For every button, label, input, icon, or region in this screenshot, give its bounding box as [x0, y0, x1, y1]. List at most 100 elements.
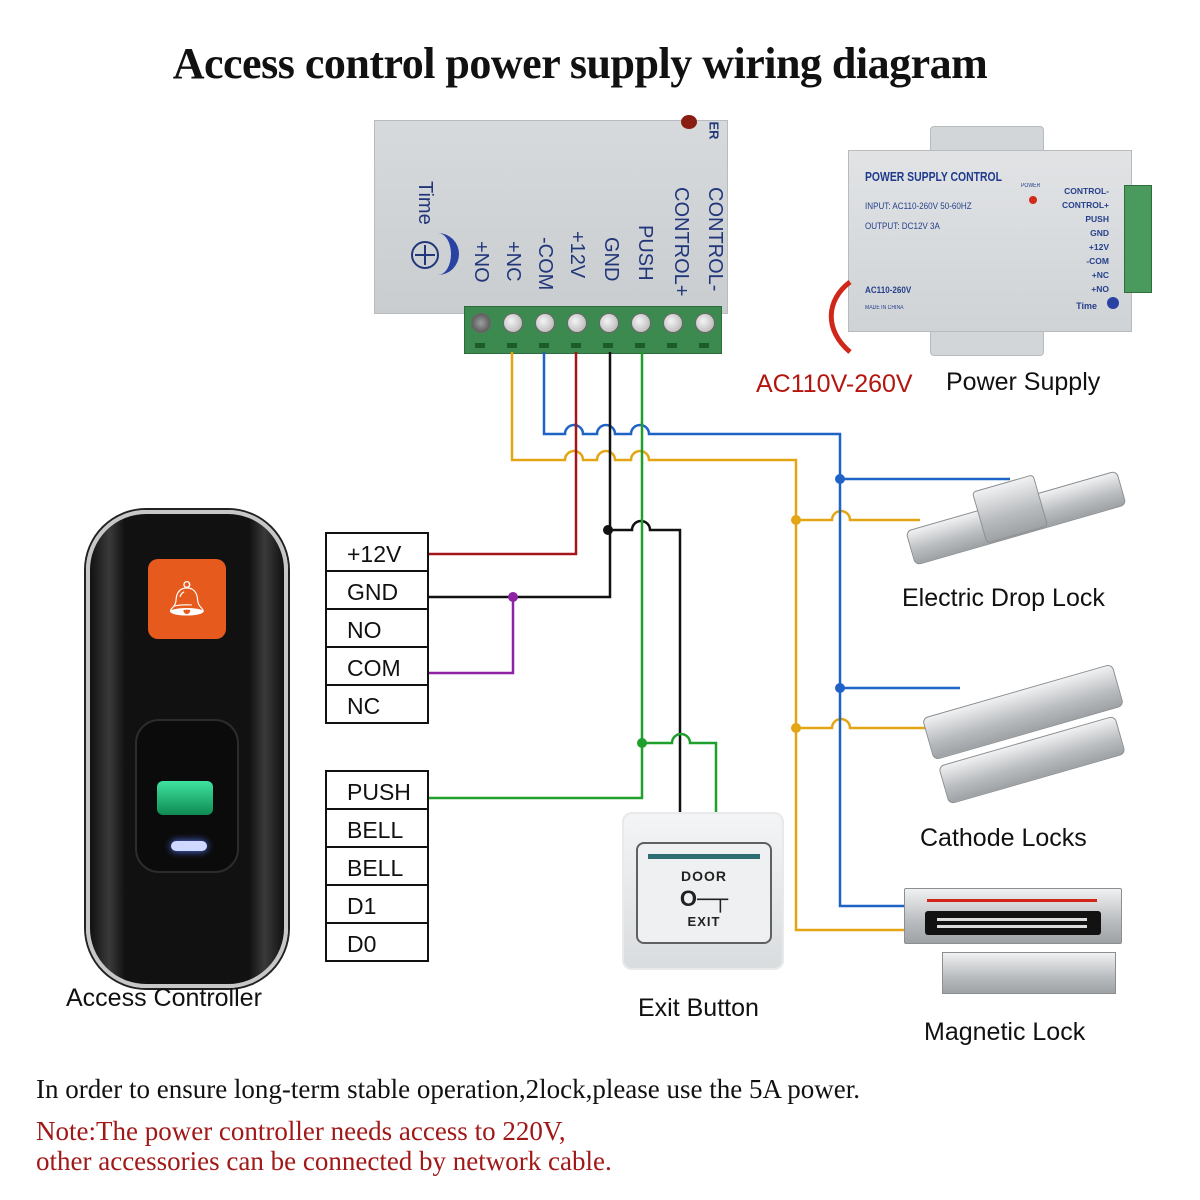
- psu-time-label: Time: [1076, 301, 1097, 311]
- psu-pin: CONTROL-: [1064, 186, 1109, 196]
- note-voltage-warning: Note:The power controller needs access t…: [36, 1116, 612, 1176]
- junction-dot: [508, 592, 518, 602]
- wire-green-exit-button: [642, 732, 718, 812]
- core-stripe: [937, 925, 1087, 928]
- terminal-label-12v: +12V: [566, 231, 588, 279]
- wire-black-gnd: [428, 352, 612, 599]
- psu-terminal-block: [1124, 185, 1152, 293]
- wire-yellow-drop-lock: [796, 509, 920, 522]
- diagram-title: Access control power supply wiring diagr…: [172, 39, 988, 88]
- exit-button-face: DOOR O─┬ EXIT: [636, 842, 772, 944]
- psu-time-knob-icon: [1107, 297, 1119, 309]
- terminal-label-no: +NO: [470, 241, 492, 283]
- magnetic-lock-armature: [942, 952, 1116, 994]
- slot: [539, 343, 549, 348]
- wire-black-exit-button: [608, 519, 682, 812]
- psu-power-led-icon: [1029, 196, 1037, 204]
- screw-icon: [567, 313, 587, 333]
- terminal-d0: D0: [327, 924, 427, 962]
- slot: [603, 343, 613, 348]
- note-power-recommendation: In order to ensure long-term stable oper…: [36, 1074, 861, 1104]
- door-text: DOOR: [681, 868, 727, 884]
- screw-icon: [631, 313, 651, 333]
- terminal-com: COM: [327, 648, 427, 686]
- wire-blue-com: [542, 352, 905, 908]
- terminal-d1: D1: [327, 886, 427, 924]
- exit-button-label: Exit Button: [638, 994, 759, 1022]
- magnetic-lock-body: [904, 888, 1122, 944]
- slot: [475, 343, 485, 348]
- terminal-label-com: -COM: [534, 237, 556, 291]
- slot: [667, 343, 677, 348]
- psu-pin: +NO: [1091, 284, 1109, 294]
- ac-input-label: AC110V-260V: [756, 370, 913, 398]
- terminal-label-gnd: GND: [600, 237, 622, 282]
- key-icon: O─┬: [679, 886, 729, 911]
- indicator-bar: [648, 854, 760, 859]
- terminal-label-control-minus: CONTROL-: [704, 187, 726, 292]
- terminal-no: NO: [327, 610, 427, 648]
- screw-icon: [599, 313, 619, 333]
- status-led-icon: [171, 841, 207, 851]
- terminal-bell: BELL: [327, 848, 427, 886]
- fingerprint-reader: [135, 719, 239, 873]
- screw-icon: [503, 313, 523, 333]
- slot: [571, 343, 581, 348]
- controller-terminals-signal: PUSH BELL BELL D1 D0: [325, 770, 429, 962]
- junction-dot: [791, 723, 801, 733]
- fingerprint-sensor-icon: [157, 781, 213, 815]
- slot: [507, 343, 517, 348]
- power-supply-photo: POWER SUPPLY CONTROL INPUT: AC110-260V 5…: [848, 150, 1132, 332]
- cathode-locks-label: Cathode Locks: [920, 824, 1087, 852]
- controller-terminals-power: +12V GND NO COM NC: [325, 532, 429, 724]
- access-controller-label: Access Controller: [66, 984, 262, 1012]
- psu-input: INPUT: AC110-260V 50-60HZ: [865, 201, 972, 212]
- psu-pin: +12V: [1088, 242, 1109, 252]
- terminal-nc: NC: [327, 686, 427, 724]
- bell-icon: 🔔︎: [148, 559, 226, 639]
- time-label: Time: [414, 181, 436, 225]
- psu-pin: -COM: [1086, 256, 1109, 266]
- magnetic-lock-wire: [927, 899, 1097, 902]
- psu-pin: PUSH: [1085, 214, 1109, 224]
- psu-output: OUTPUT: DC12V 3A: [865, 221, 940, 232]
- junction-dot: [835, 683, 845, 693]
- note-line-1: Note:The power controller needs access t…: [36, 1116, 566, 1146]
- wire-purple-com: [428, 597, 515, 675]
- exit-text: EXIT: [687, 914, 721, 929]
- psu-made-in: MADE IN CHINA: [865, 305, 904, 311]
- junction-dot: [603, 525, 613, 535]
- psu-power-led-label: POWER: [1021, 183, 1041, 189]
- wire-green-push: [428, 352, 644, 800]
- screw-icon: [695, 313, 715, 333]
- junction-dot: [637, 738, 647, 748]
- slot: [699, 343, 709, 348]
- psu-pin: GND: [1090, 228, 1109, 238]
- power-supply-label: Power Supply: [946, 368, 1101, 396]
- wire-yellow-cathode-lock: [796, 717, 930, 730]
- note-line-2: other accessories can be connected by ne…: [36, 1146, 612, 1176]
- ac-cable: [828, 280, 852, 354]
- screw-icon: [535, 313, 555, 333]
- terminal-block: [464, 306, 722, 354]
- time-arc-icon: [425, 233, 459, 275]
- psu-ac-label: AC110-260V: [865, 285, 912, 296]
- wire-red-12v: [428, 352, 578, 556]
- terminal-label-push: PUSH: [634, 225, 656, 281]
- junction-dot: [791, 515, 801, 525]
- core-stripe: [937, 918, 1087, 921]
- screw-icon: [471, 313, 491, 333]
- power-controller-closeup: ER Time +NO +NC -COM +12V GND PUSH CONTR…: [374, 115, 728, 314]
- terminal-gnd: GND: [327, 572, 427, 610]
- terminal-12v: +12V: [327, 534, 427, 572]
- terminal-label-nc: +NC: [502, 241, 524, 282]
- magnetic-lock-label: Magnetic Lock: [924, 1018, 1086, 1046]
- electric-drop-lock-label: Electric Drop Lock: [902, 584, 1105, 612]
- psu-pin: +NC: [1091, 270, 1109, 280]
- access-controller-device: 🔔︎: [86, 510, 288, 988]
- screw-icon: [663, 313, 683, 333]
- terminal-label-control-plus: CONTROL+: [670, 187, 692, 297]
- terminal-push: PUSH: [327, 772, 427, 810]
- psu-pin: CONTROL+: [1062, 200, 1109, 210]
